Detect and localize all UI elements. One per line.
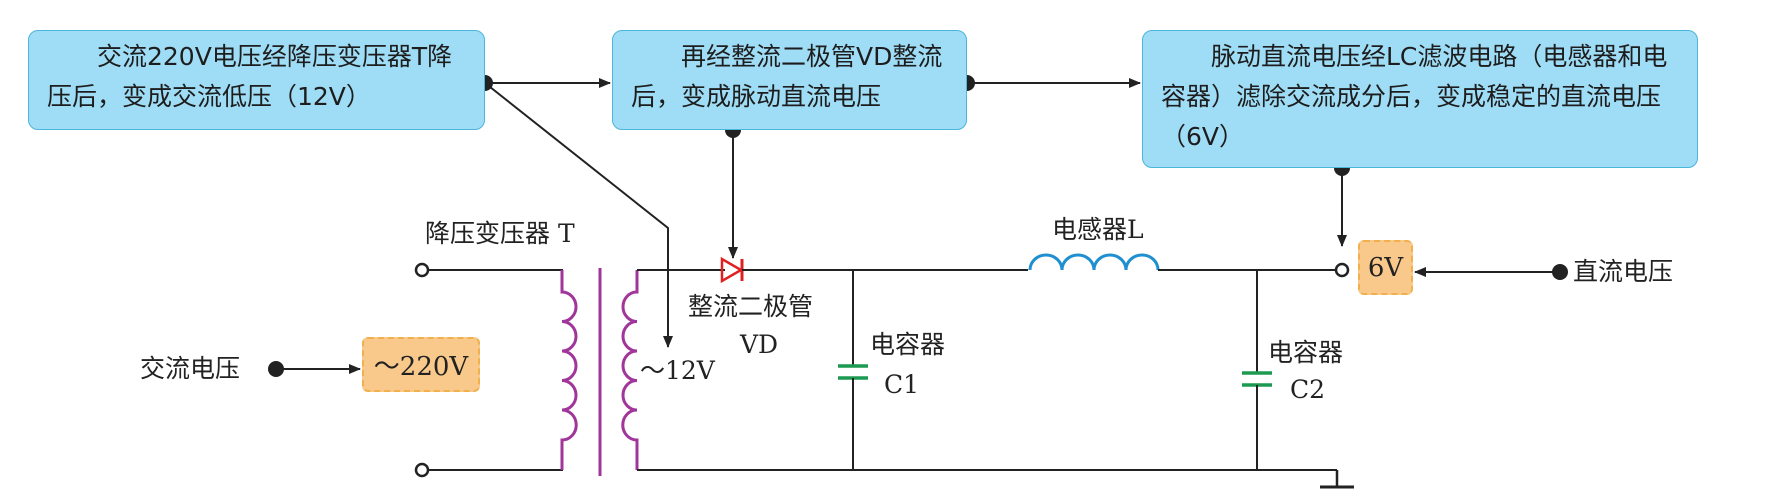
dc-value-tag: 6V: [1358, 240, 1413, 295]
box-rectifier-step: 再经整流二极管VD整流后，变成脉动直流电压: [612, 30, 967, 130]
ac-value-tag: ～220V: [362, 337, 480, 392]
dc-output-label: 直流电压: [1573, 257, 1674, 286]
secondary-voltage-label: ～12V: [640, 356, 715, 385]
c1-name-label: 电容器: [870, 330, 946, 359]
diode-ref-label: VD: [740, 330, 779, 359]
flow-arrows: [268, 75, 1568, 377]
arrow-box1-to-secondary: [484, 82, 673, 348]
c1-ref-label: C1: [884, 370, 920, 399]
capacitor-c2: [1242, 270, 1272, 470]
ac-input-label: 交流电压: [140, 354, 241, 383]
diode-name-label: 整流二极管: [688, 292, 814, 321]
box-transformer-step: 交流220V电压经降压变压器T降压后，变成交流低压（12V）: [28, 30, 485, 130]
primary-winding: [414, 262, 578, 478]
input-terminal-top: [414, 262, 430, 278]
output-terminal: [1334, 262, 1350, 278]
input-terminal-bottom: [414, 462, 430, 478]
inductor-label: 电感器L: [1052, 215, 1144, 244]
c2-ref-label: C2: [1290, 375, 1326, 404]
box-filter-step: 脉动直流电压经LC滤波电路（电感器和电容器）滤除交流成分后，变成稳定的直流电压（…: [1142, 30, 1698, 168]
secondary-winding: [621, 269, 1337, 471]
capacitor-c1: [838, 270, 868, 470]
ground-icon: [1320, 470, 1354, 489]
diode-vd: [720, 256, 1028, 284]
transformer-label: 降压变压器 T: [425, 219, 575, 248]
c2-name-label: 电容器: [1268, 338, 1344, 367]
inductor-l: [1028, 253, 1335, 271]
